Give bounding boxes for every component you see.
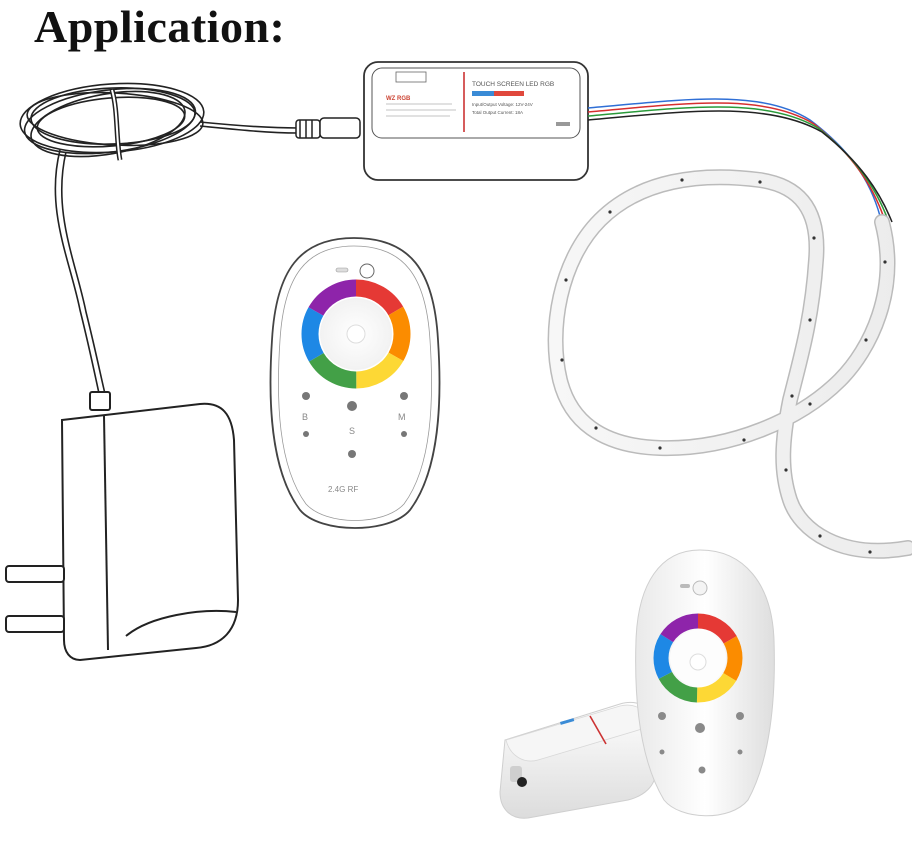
controller-brand: WZ RGB bbox=[386, 96, 411, 102]
dc-plug bbox=[295, 117, 361, 139]
controller-product-line: TOUCH SCREEN LED RGB bbox=[472, 81, 554, 88]
controller-spec-current: Total Output Current: 18A bbox=[472, 110, 523, 115]
controller-spec-input: Input/Output Voltage: 12V-24V bbox=[472, 102, 533, 107]
remote-freq-label: 2.4G RF bbox=[328, 485, 358, 494]
remote-drawing: B S M 2.4G RF bbox=[269, 237, 441, 529]
remote-label-b: B bbox=[302, 412, 308, 422]
led-strip bbox=[547, 169, 912, 559]
power-adapter bbox=[5, 391, 240, 662]
remote-color-wheel bbox=[301, 279, 411, 389]
remote-label-m: M bbox=[398, 412, 406, 422]
coiled-cable bbox=[19, 82, 299, 399]
rgb-wires bbox=[587, 98, 893, 223]
photo-controller bbox=[499, 702, 657, 819]
photo-remote-color-wheel bbox=[653, 613, 743, 703]
controller-box: WZ RGB TOUCH SCREEN LED RGB Input/Output… bbox=[363, 61, 589, 181]
heading: Application: bbox=[34, 1, 286, 52]
remote-label-s: S bbox=[349, 426, 355, 436]
photo-remote bbox=[635, 549, 775, 817]
remote-buttons bbox=[302, 392, 408, 458]
